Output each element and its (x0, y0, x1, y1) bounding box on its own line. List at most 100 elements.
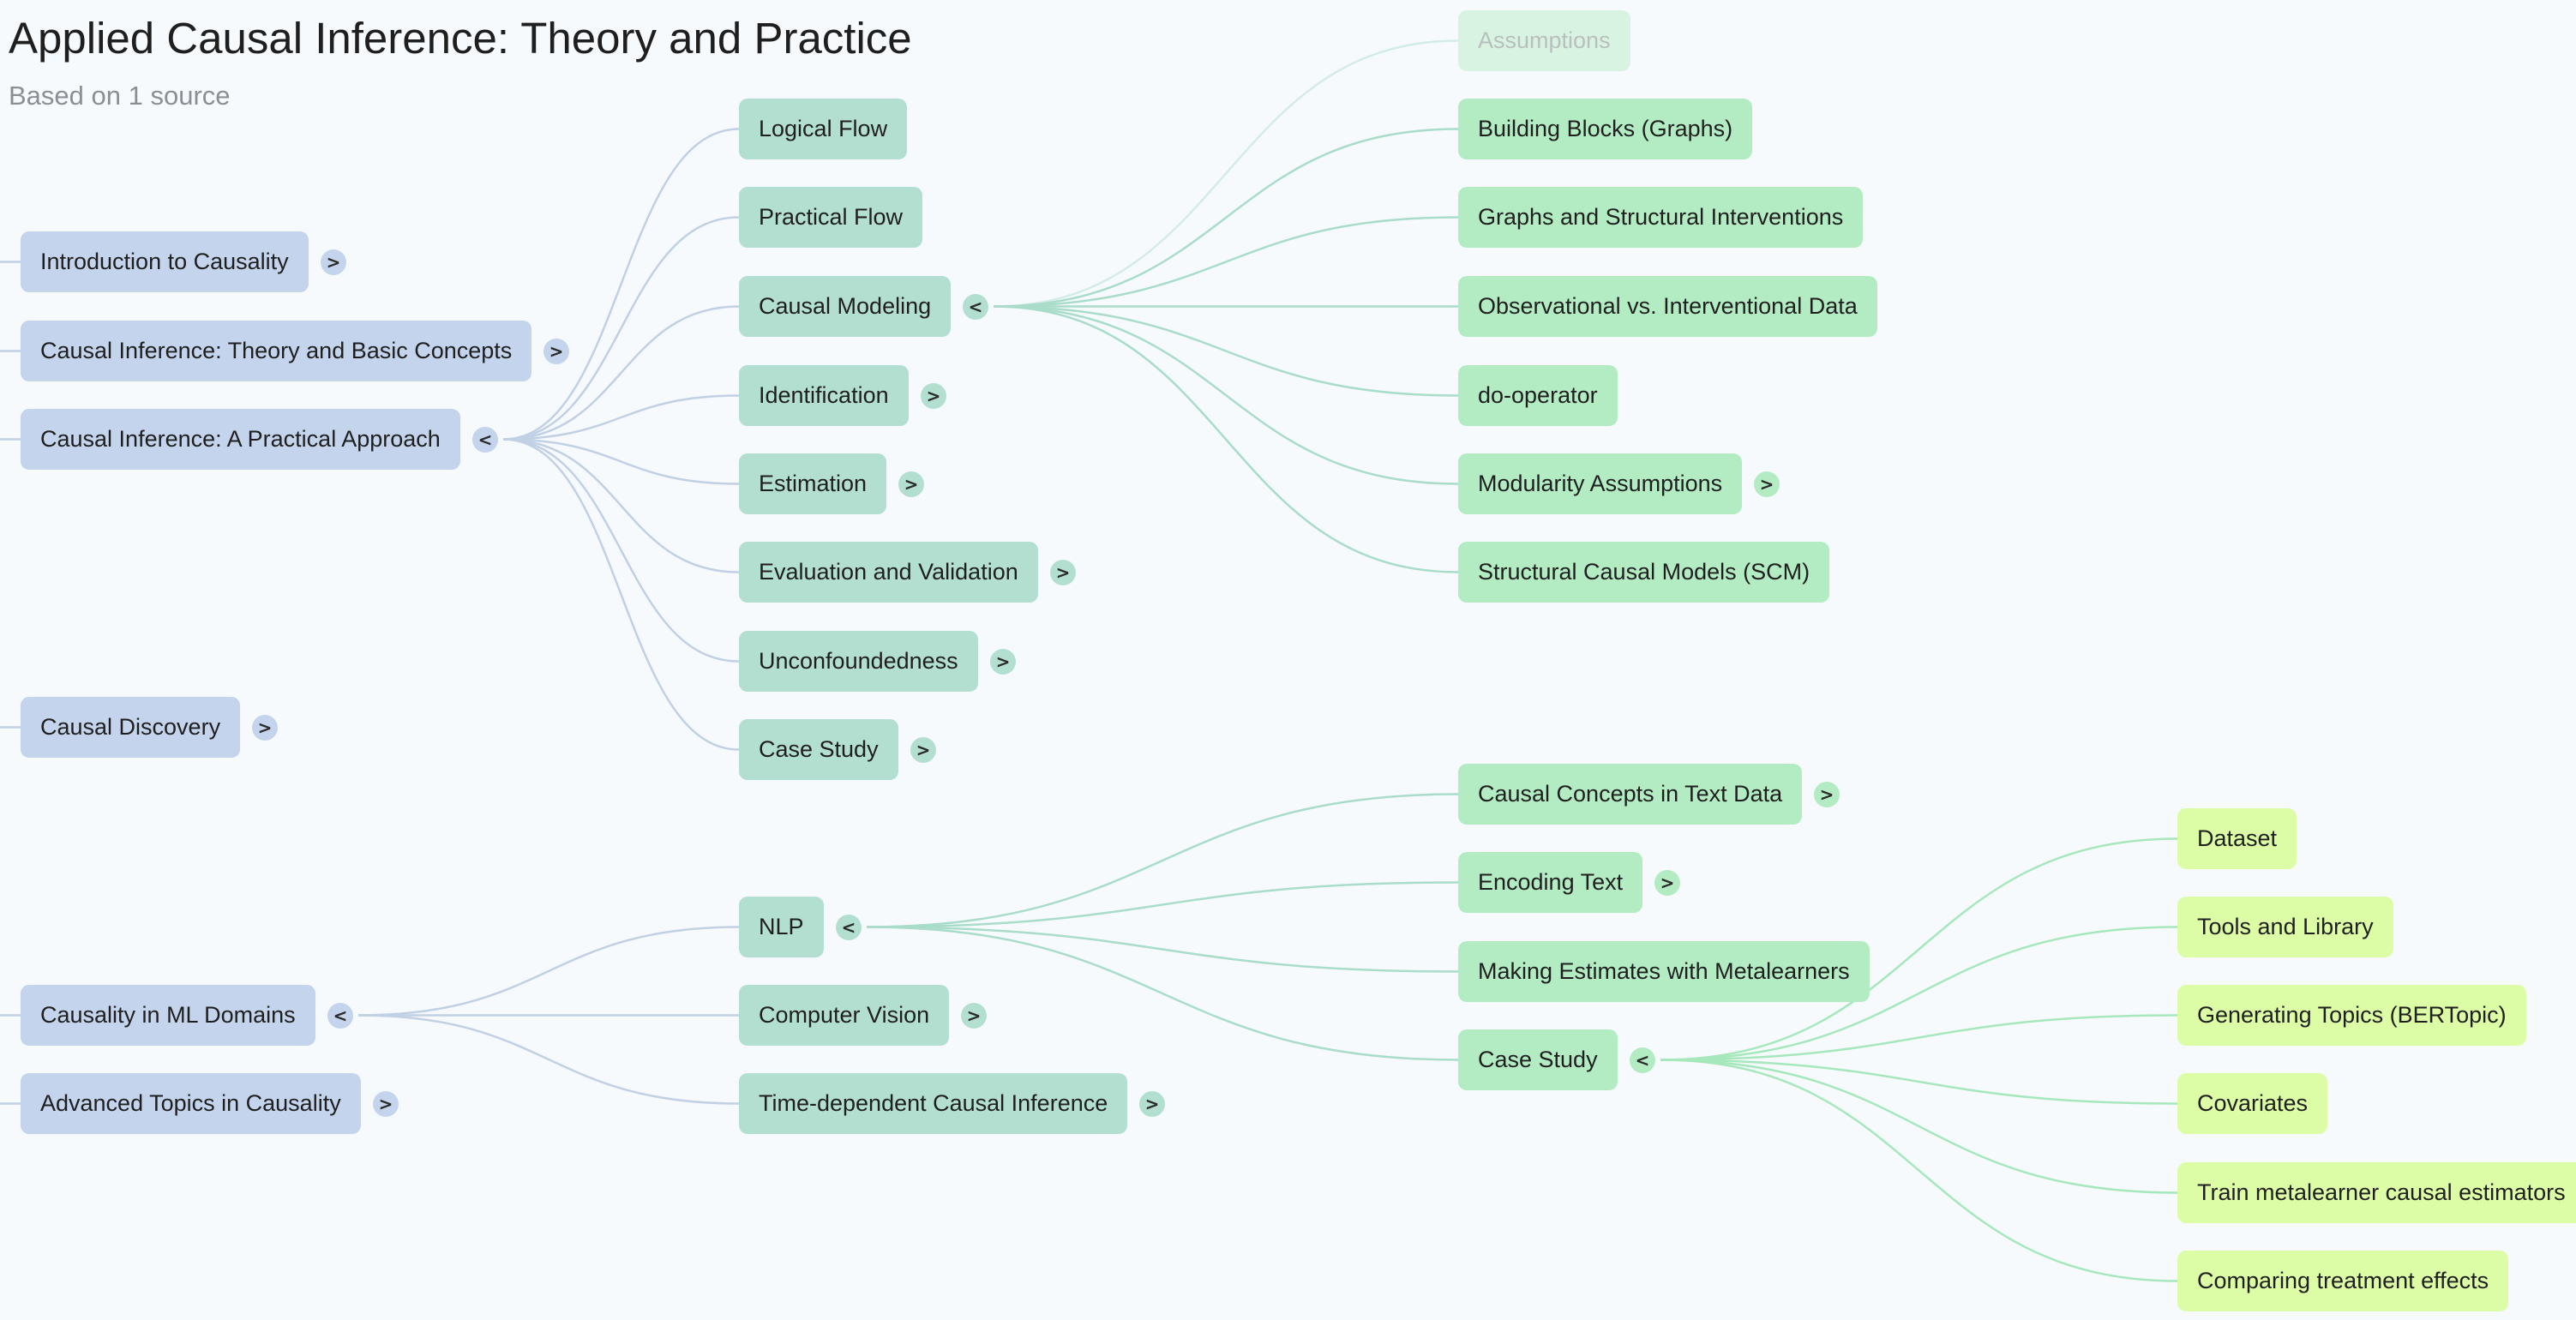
chevron-right-icon: > (257, 717, 273, 738)
chevron-left-icon: < (1635, 1049, 1650, 1071)
node-assumptions[interactable]: Assumptions (1458, 10, 1630, 71)
node-generating-topics-bertopic[interactable]: Generating Topics (BERTopic) (2177, 985, 2526, 1046)
link-causal-concepts-in-text-data (866, 793, 1459, 928)
node-structural-causal-models-scm[interactable]: Structural Causal Models (SCM) (1458, 542, 1830, 603)
chevron-right-icon: > (326, 251, 341, 273)
chevron-right-icon: > (1819, 783, 1834, 805)
node-computer-vision[interactable]: Computer Vision (739, 985, 950, 1046)
node-causal-inference-theory-and-basic-concepts[interactable]: Causal Inference: Theory and Basic Conce… (21, 321, 532, 381)
node-dataset[interactable]: Dataset (2177, 808, 2297, 869)
link-encoding-text (866, 881, 1459, 928)
link-assumptions (993, 39, 1459, 308)
expand-toggle-causal-discovery[interactable]: > (252, 714, 278, 741)
node-causal-modeling[interactable]: Causal Modeling (739, 276, 952, 337)
link-logical-flow (502, 128, 740, 441)
node-causality-in-ml-domains[interactable]: Causality in ML Domains (21, 985, 315, 1046)
node-train-metalearner-causal-estimators[interactable]: Train metalearner causal estimators (2177, 1162, 2576, 1223)
chevron-right-icon: > (916, 739, 931, 760)
node-logical-flow[interactable]: Logical Flow (739, 99, 908, 159)
chevron-right-icon: > (1055, 561, 1071, 583)
link-structural-causal-models-scm (993, 305, 1459, 573)
expand-toggle-identification[interactable]: > (921, 382, 946, 409)
expand-toggle-causal-inference-theory-and-basic-concepts[interactable]: > (543, 338, 569, 364)
link-evaluation-and-validation (502, 438, 740, 573)
node-do-operator[interactable]: do-operator (1458, 365, 1618, 426)
node-comparing-treatment-effects[interactable]: Comparing treatment effects (2177, 1251, 2509, 1311)
link-time-dependent-causal-inference (357, 1014, 740, 1105)
chevron-left-icon: < (333, 1005, 348, 1026)
expand-toggle-advanced-topics-in-causality[interactable]: > (373, 1090, 399, 1117)
link-graphs-and-structural-interventions (993, 216, 1459, 308)
collapse-toggle-causal-inference-a-practical-approach[interactable]: < (472, 426, 498, 453)
page-subtitle: Based on 1 source (9, 81, 231, 111)
node-building-blocks-graphs[interactable]: Building Blocks (Graphs) (1458, 99, 1753, 159)
chevron-right-icon: > (1144, 1093, 1160, 1114)
node-graphs-and-structural-interventions[interactable]: Graphs and Structural Interventions (1458, 187, 1864, 248)
chevron-left-icon: < (477, 429, 493, 450)
link-building-blocks-graphs (993, 128, 1459, 308)
expand-toggle-computer-vision[interactable]: > (961, 1002, 987, 1029)
node-causal-inference-a-practical-approach[interactable]: Causal Inference: A Practical Approach (21, 409, 460, 470)
chevron-right-icon: > (966, 1005, 982, 1026)
chevron-right-icon: > (378, 1093, 393, 1114)
link-causal-modeling (502, 305, 740, 441)
link-practical-flow (502, 216, 740, 441)
node-observational-vs-interventional-data[interactable]: Observational vs. Interventional Data (1458, 276, 1877, 337)
link-do-operator (993, 305, 1459, 397)
chevron-right-icon: > (549, 340, 564, 362)
node-making-estimates-with-metalearners[interactable]: Making Estimates with Metalearners (1458, 941, 1870, 1002)
collapse-toggle-nlp[interactable]: < (836, 914, 862, 940)
link-tools-and-library (1660, 926, 2178, 1061)
node-case-study[interactable]: Case Study (1458, 1029, 1618, 1090)
node-estimation[interactable]: Estimation (739, 453, 887, 514)
node-tools-and-library[interactable]: Tools and Library (2177, 897, 2393, 957)
node-unconfoundedness[interactable]: Unconfoundedness (739, 631, 978, 692)
link-comparing-treatment-effects (1660, 1059, 2178, 1282)
node-modularity-assumptions[interactable]: Modularity Assumptions (1458, 453, 1743, 514)
node-introduction-to-causality[interactable]: Introduction to Causality (21, 231, 309, 292)
node-evaluation-and-validation[interactable]: Evaluation and Validation (739, 542, 1038, 603)
node-causal-concepts-in-text-data[interactable]: Causal Concepts in Text Data (1458, 764, 1803, 825)
expand-toggle-unconfoundedness[interactable]: > (990, 648, 1016, 675)
expand-toggle-evaluation-and-validation[interactable]: > (1050, 559, 1076, 585)
link-modularity-assumptions (993, 305, 1459, 485)
link-unconfoundedness (502, 438, 740, 663)
node-case-study[interactable]: Case Study (739, 719, 898, 780)
link-covariates (1660, 1059, 2178, 1105)
chevron-right-icon: > (995, 651, 1011, 672)
node-covariates[interactable]: Covariates (2177, 1073, 2328, 1134)
page-title: Applied Causal Inference: Theory and Pra… (9, 14, 912, 63)
collapse-toggle-causal-modeling[interactable]: < (963, 293, 988, 320)
chevron-left-icon: < (968, 296, 983, 317)
collapse-toggle-case-study[interactable]: < (1630, 1047, 1655, 1073)
expand-toggle-modularity-assumptions[interactable]: > (1754, 471, 1780, 497)
node-practical-flow[interactable]: Practical Flow (739, 187, 923, 248)
node-time-dependent-causal-inference[interactable]: Time-dependent Causal Inference (739, 1073, 1128, 1134)
link-dataset (1660, 837, 2178, 1061)
chevron-right-icon: > (904, 473, 919, 495)
link-generating-topics-bertopic (1660, 1014, 2178, 1061)
node-nlp[interactable]: NLP (739, 897, 824, 957)
header: Applied Causal Inference: Theory and Pra… (9, 12, 912, 113)
chevron-left-icon: < (841, 916, 856, 938)
expand-toggle-causal-concepts-in-text-data[interactable]: > (1814, 781, 1840, 807)
link-estimation (502, 438, 740, 485)
link-nlp (357, 926, 740, 1017)
expand-toggle-estimation[interactable]: > (898, 471, 924, 497)
chevron-right-icon: > (926, 385, 941, 406)
node-advanced-topics-in-causality[interactable]: Advanced Topics in Causality (21, 1073, 361, 1134)
expand-toggle-time-dependent-causal-inference[interactable]: > (1139, 1090, 1165, 1117)
link-making-estimates-with-metalearners (866, 926, 1459, 973)
link-identification (502, 394, 740, 441)
expand-toggle-encoding-text[interactable]: > (1654, 869, 1680, 896)
chevron-right-icon: > (1660, 872, 1675, 893)
node-causal-discovery[interactable]: Causal Discovery (21, 697, 241, 758)
chevron-right-icon: > (1759, 473, 1774, 495)
expand-toggle-case-study[interactable]: > (910, 736, 936, 763)
node-encoding-text[interactable]: Encoding Text (1458, 852, 1643, 913)
collapse-toggle-causality-in-ml-domains[interactable]: < (327, 1002, 353, 1029)
expand-toggle-introduction-to-causality[interactable]: > (321, 249, 346, 275)
node-identification[interactable]: Identification (739, 365, 909, 426)
